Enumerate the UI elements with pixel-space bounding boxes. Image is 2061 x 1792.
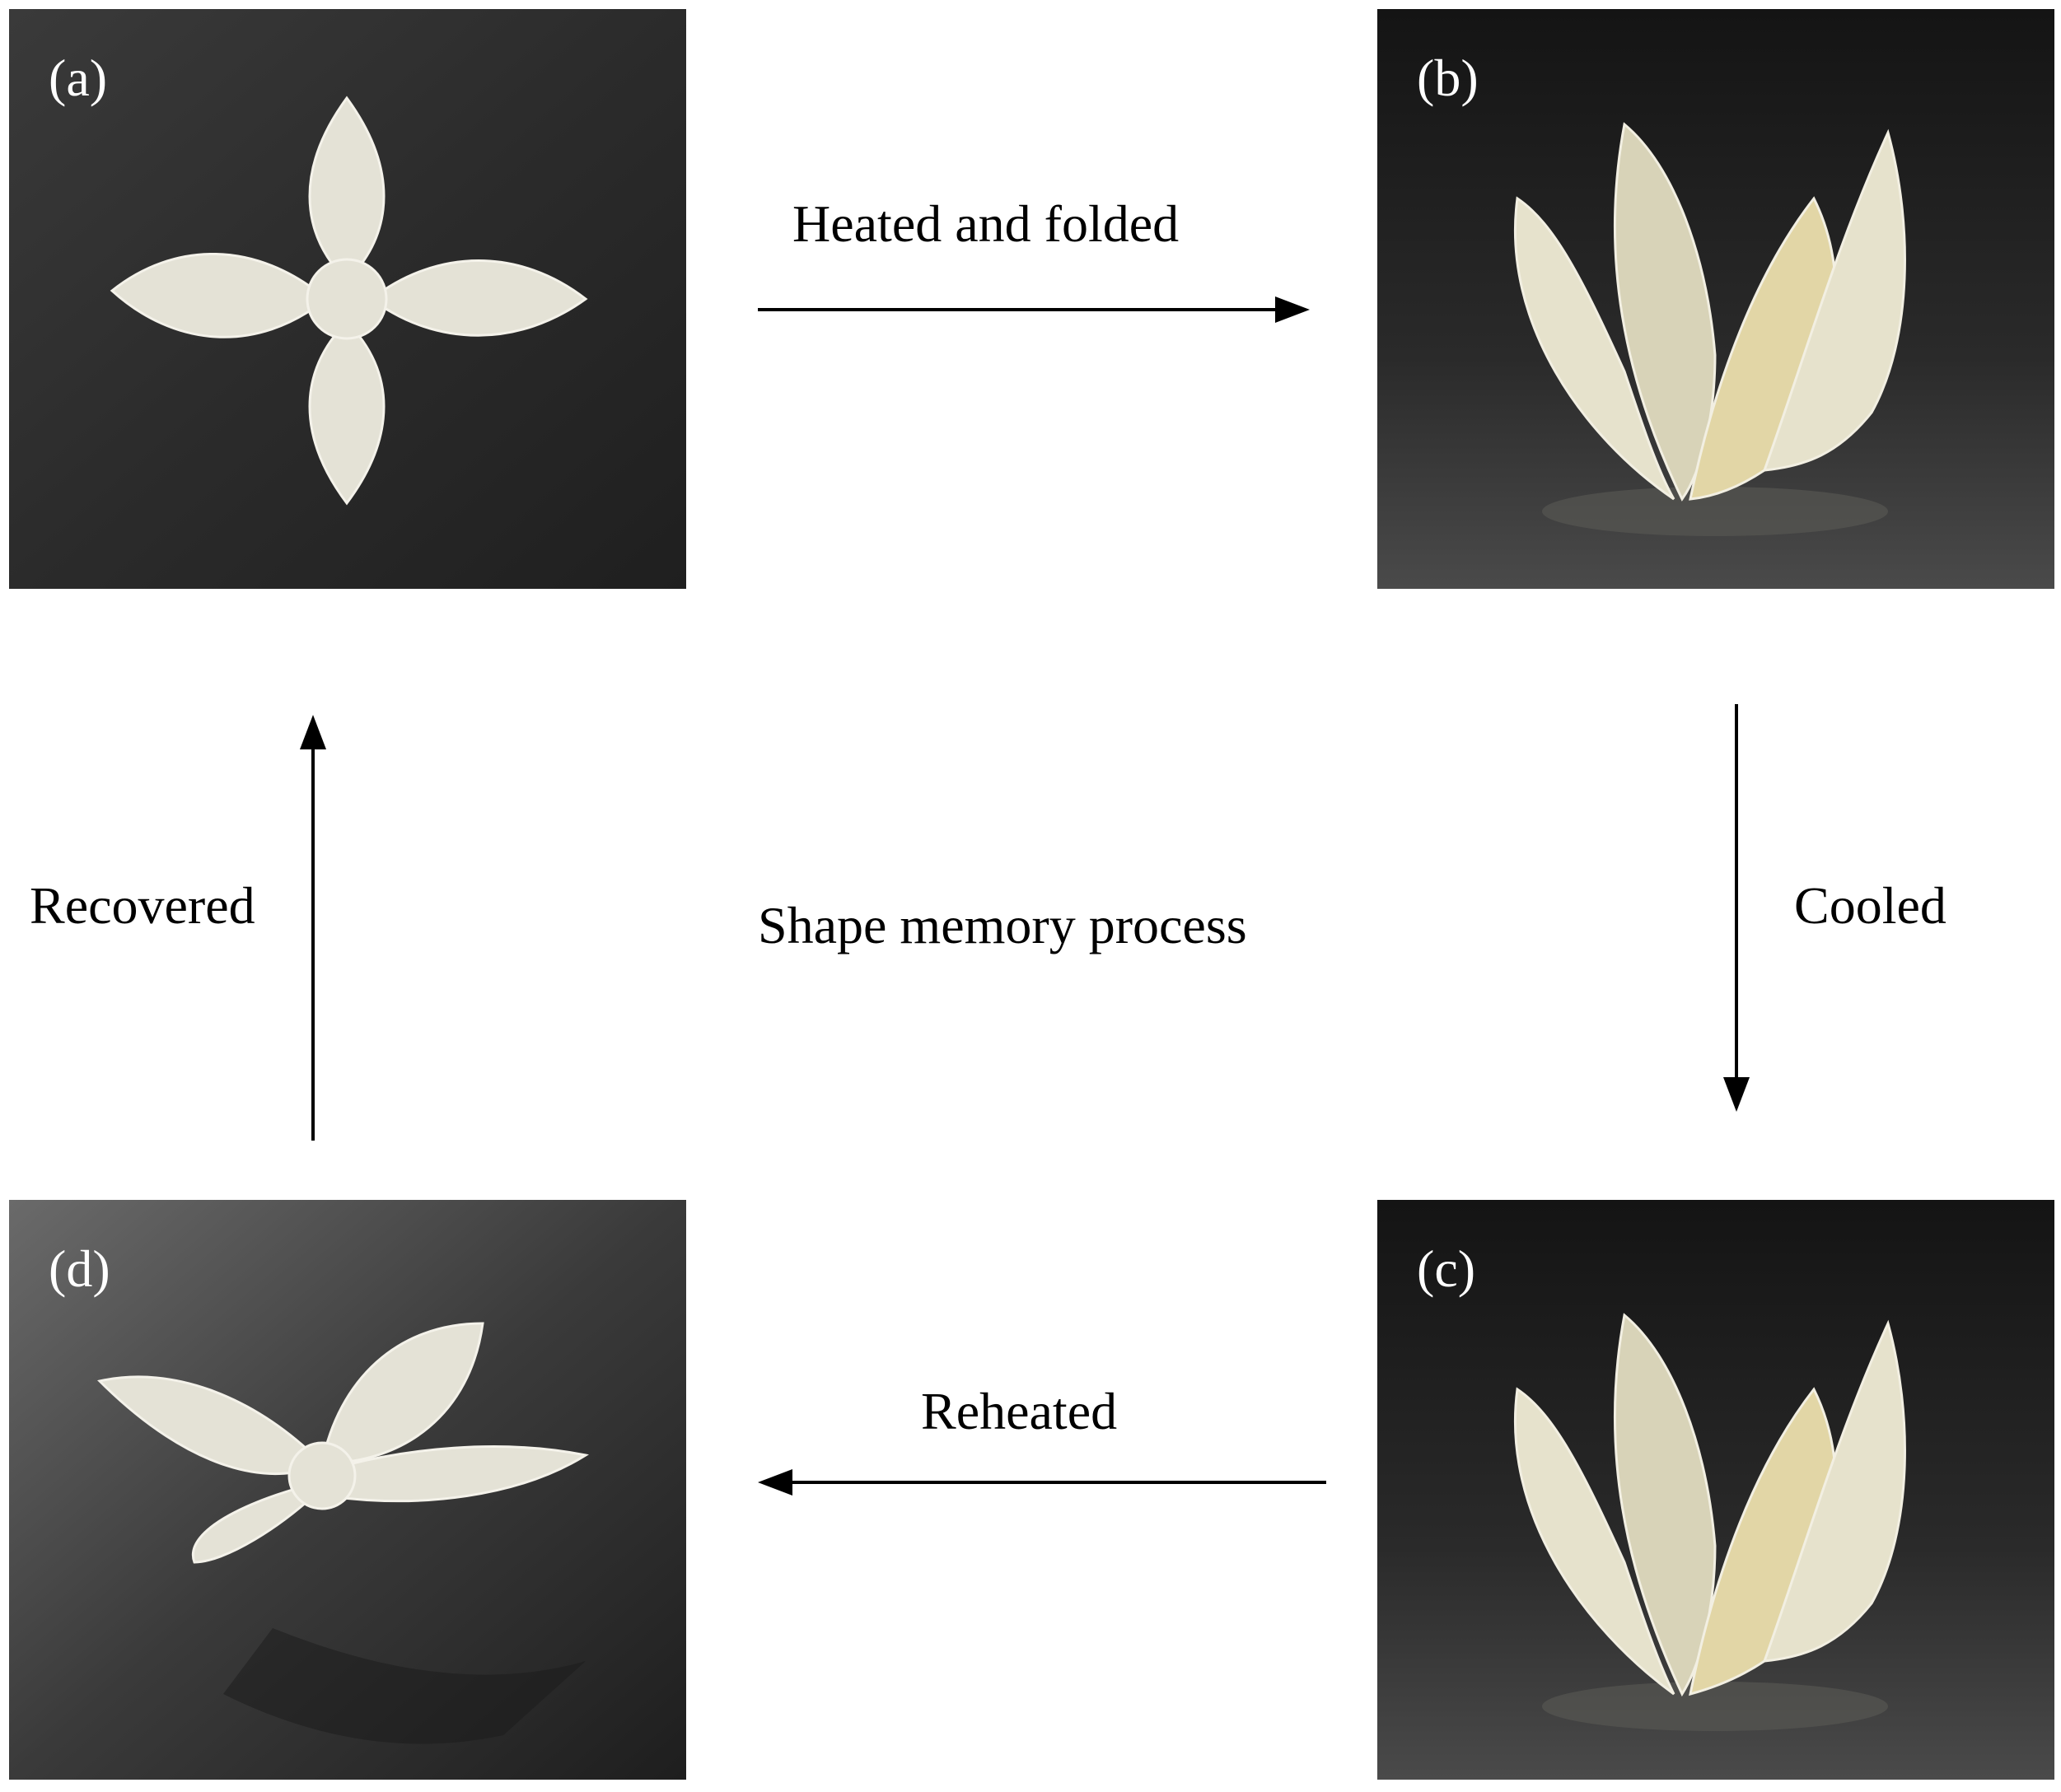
panel-label-a: (a) (49, 49, 108, 107)
step-label-cooled: Cooled (1794, 876, 1946, 935)
panel-label-c: (c) (1417, 1239, 1476, 1298)
photo-panel-a: (a) (9, 9, 686, 589)
folded-flower-photo (1377, 9, 2054, 589)
panel-label-d: (d) (49, 1239, 110, 1298)
cooled-flower-photo (1377, 1200, 2054, 1780)
arrow-recovered (300, 715, 326, 1141)
flat-flower-photo (9, 9, 686, 589)
recovered-flower-photo (9, 1200, 686, 1780)
panel-label-b: (b) (1417, 49, 1479, 107)
step-label-reheated: Reheated (921, 1382, 1118, 1440)
arrow-reheated (758, 1469, 1326, 1496)
photo-panel-d: (d) (9, 1200, 686, 1780)
process-title: Shape memory process (758, 896, 1247, 954)
step-label-heated-and-folded: Heated and folded (792, 194, 1180, 253)
step-label-recovered: Recovered (30, 876, 255, 935)
photo-panel-c: (c) (1377, 1200, 2054, 1780)
arrow-cooled (1723, 704, 1750, 1112)
arrow-heated (758, 296, 1310, 323)
photo-panel-b: (b) (1377, 9, 2054, 589)
